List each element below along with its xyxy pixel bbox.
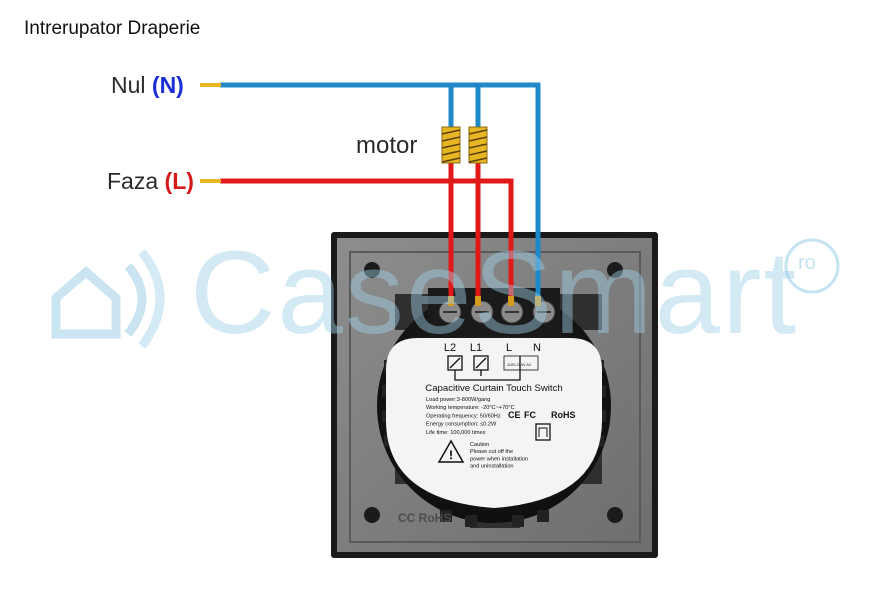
caution-line: Caution [470, 442, 489, 448]
phase-wire [220, 178, 514, 302]
spec-line: Life time: 100,000 times [426, 430, 486, 436]
watermark-circle-icon [784, 238, 840, 294]
phase-label-code: (L) [164, 168, 194, 194]
neutral-label-code: (N) [151, 72, 184, 98]
spec-line: Load power:3-800W/gang [426, 397, 490, 403]
phase-label: Faza (L) [107, 168, 194, 195]
watermark-logo-icon [51, 249, 165, 349]
rating-label: 110V-240V AC [507, 363, 532, 367]
neutral-wire-tip [200, 83, 221, 87]
terminal-label-l: L [506, 342, 512, 354]
watermark-brand: CaseSmart [190, 227, 799, 359]
phase-wire-tip [200, 179, 221, 183]
spec-line: Energy consumption: ≤0.2W [426, 422, 497, 428]
housing-mark: CC RoHS [398, 511, 451, 525]
neutral-label: Nul (N) [111, 72, 184, 99]
caution-line: power when installation [470, 456, 528, 462]
watermark-suffix: ro [798, 252, 816, 274]
label-plate [386, 338, 602, 508]
phase-label-text: Faza [107, 168, 159, 194]
terminal-label-n: N [533, 342, 541, 354]
motor-coil-2 [468, 126, 488, 164]
spec-line: Operating frequency: 50/60Hz [426, 413, 501, 419]
diagram-title: Intrerupator Draperie [24, 18, 201, 39]
cert-mark: RoHS [551, 410, 576, 420]
cert-mark: CE [508, 410, 521, 420]
motor-coil-1 [441, 126, 461, 164]
caution-line: Please cut off the [470, 449, 513, 455]
motor-label: motor [356, 132, 418, 159]
terminal-label-l2: L2 [444, 342, 456, 354]
terminal-label-l1: L1 [470, 342, 482, 354]
neutral-label-text: Nul [111, 72, 146, 98]
svg-text:!: ! [449, 448, 453, 462]
caution-line: and uninstallation [470, 464, 514, 470]
plate-heading: Capacitive Curtain Touch Switch [425, 383, 562, 394]
cert-mark: FC [524, 410, 536, 420]
caution-icon [437, 439, 465, 463]
neutral-wire [220, 82, 541, 302]
spec-line: Working temperature: -20°C~+70°C [426, 405, 515, 411]
